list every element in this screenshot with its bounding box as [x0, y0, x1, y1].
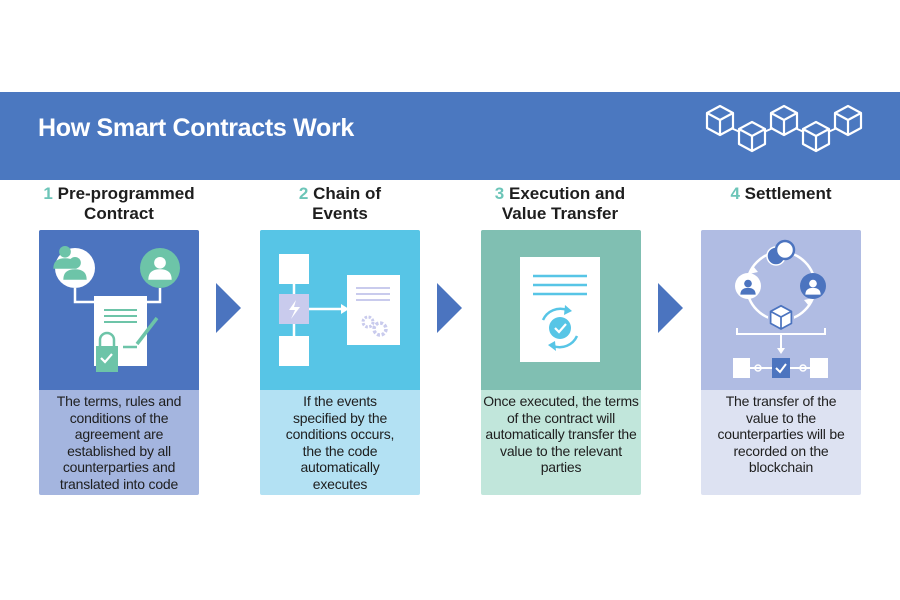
contract-signing-icon [39, 230, 199, 390]
header-banner: How Smart Contracts Work [0, 92, 900, 180]
step-3-card: Once executed, the terms of the contract… [481, 230, 641, 495]
execution-document-icon [481, 230, 641, 390]
step-2-card: If the events specified by the condition… [260, 230, 420, 495]
step-4-heading: 4 Settlement [730, 184, 832, 203]
step-3-description: Once executed, the terms of the contract… [483, 393, 639, 476]
step-3-heading: 3 Execution and Value Transfer [494, 184, 626, 223]
settlement-blockchain-icon [701, 230, 861, 390]
event-trigger-icon [260, 230, 420, 390]
arrow-right-icon [216, 283, 241, 333]
arrow-right-icon [437, 283, 462, 333]
step-4-card: The transfer of the value to the counter… [701, 230, 861, 495]
step-2-description: If the events specified by the condition… [285, 393, 395, 492]
step-1-description: The terms, rules and conditions of the a… [56, 393, 182, 492]
step-2-heading: 2 Chain of Events [298, 184, 382, 223]
page-title: How Smart Contracts Work [38, 114, 355, 142]
step-1-heading: 1 Pre-programmed Contract [43, 184, 195, 223]
step-4-description: The transfer of the value to the counter… [717, 393, 845, 476]
arrow-right-icon [658, 283, 683, 333]
blockchain-cubes-icon [705, 104, 863, 153]
step-1-card: The terms, rules and conditions of the a… [39, 230, 199, 495]
